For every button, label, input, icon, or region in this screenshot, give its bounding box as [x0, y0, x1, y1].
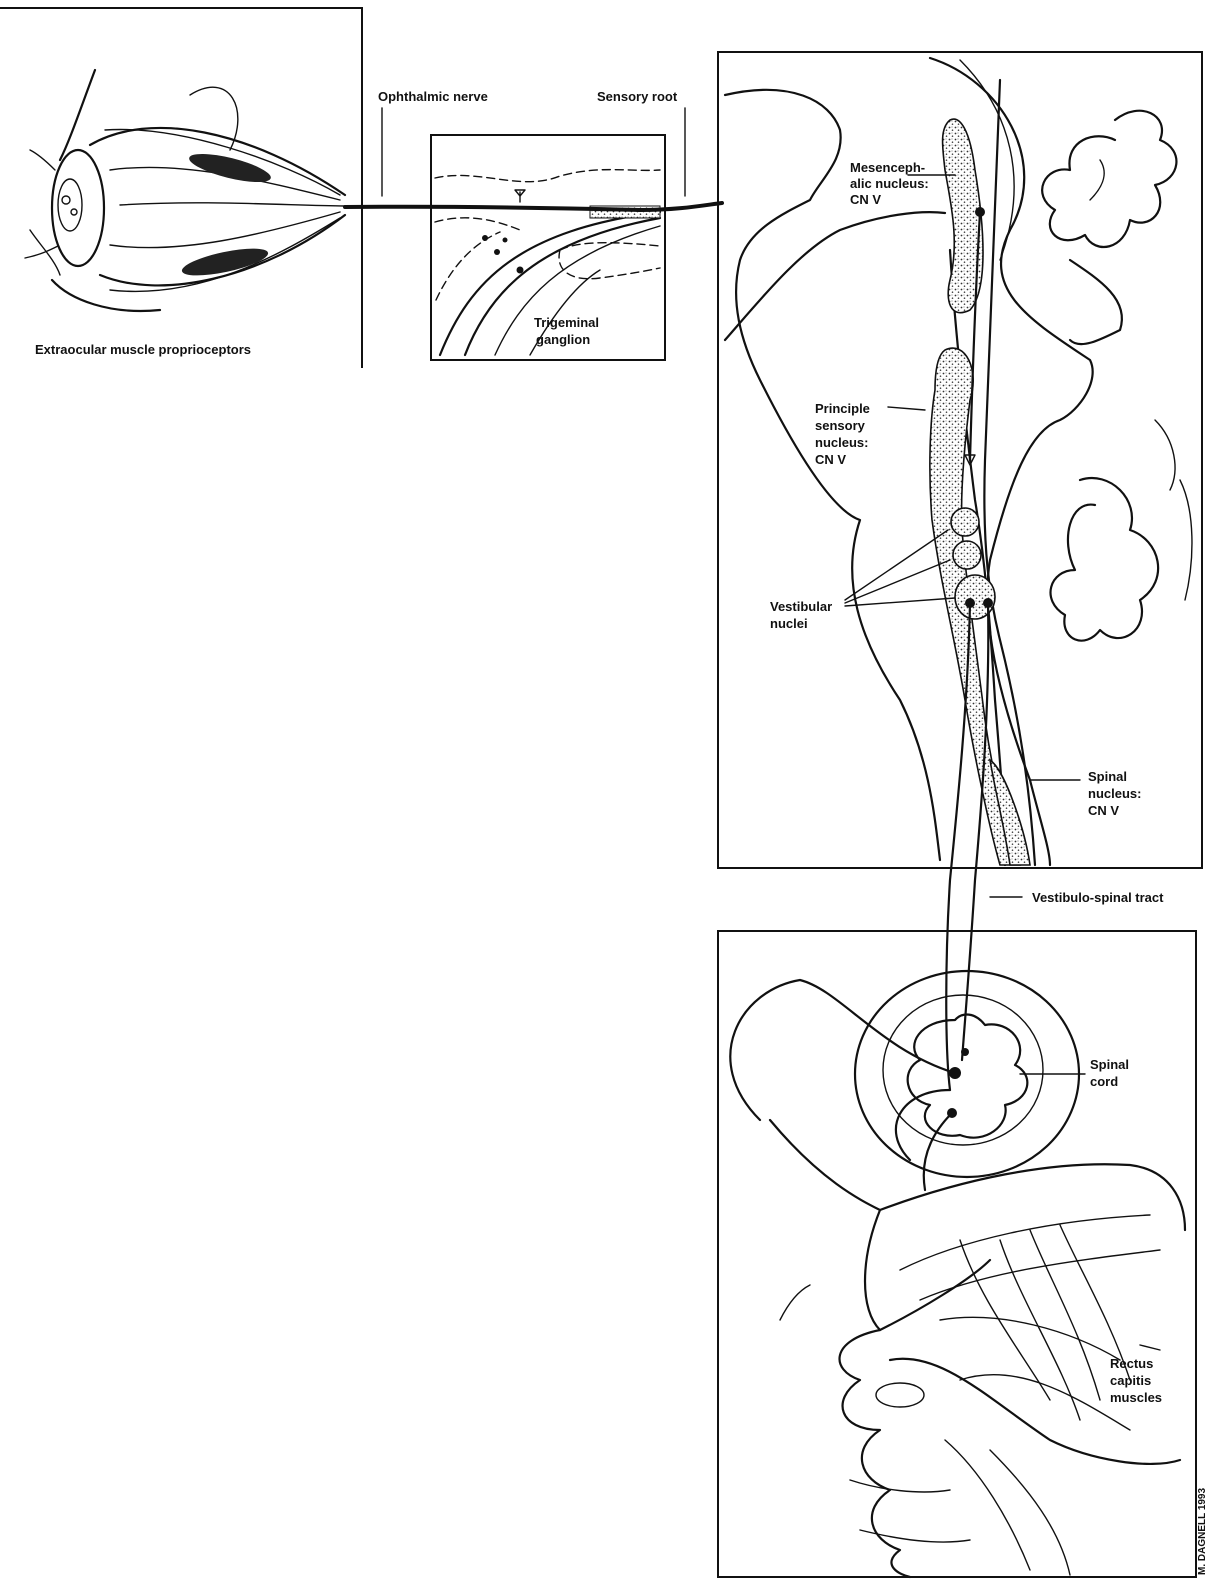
sensory-root-label: Sensory root — [597, 89, 678, 104]
spinal-nucleus-label-2: nucleus: — [1088, 786, 1141, 801]
brainstem-panel: Mesenceph- alic nucleus: CN V Principle … — [718, 52, 1202, 868]
trigeminal-label-2: ganglion — [536, 332, 590, 347]
vestibular-label-2: nuclei — [770, 616, 808, 631]
extraocular-label: Extraocular muscle proprioceptors — [35, 342, 251, 357]
vestibular-nucleus-1 — [951, 508, 979, 536]
vestibulo-spinal-label: Vestibulo-spinal tract — [1032, 890, 1164, 905]
principle-label-4: CN V — [815, 452, 846, 467]
ganglion-panel: Ophthalmic nerve Sensory root Trigeminal… — [378, 89, 685, 360]
eyeball-illustration — [25, 70, 345, 311]
rectus-label-2: capitis — [1110, 1373, 1151, 1388]
trigeminal-label-1: Trigeminal — [534, 315, 599, 330]
spinal-cord-label-1: Spinal — [1090, 1057, 1129, 1072]
ophthalmic-nerve-label: Ophthalmic nerve — [378, 89, 488, 104]
rectus-label-1: Rectus — [1110, 1356, 1153, 1371]
principle-label-1: Principle — [815, 401, 870, 416]
vestibular-label-1: Vestibular — [770, 599, 832, 614]
eye-panel: Extraocular muscle proprioceptors — [0, 8, 362, 368]
principle-label-3: nucleus: — [815, 435, 868, 450]
mesencephalic-label-3: CN V — [850, 192, 881, 207]
mesencephalic-label-2: alic nucleus: — [850, 176, 929, 191]
mesencephalic-label-1: Mesenceph- — [850, 160, 925, 175]
spinal-cord-grey-matter — [908, 1015, 1028, 1138]
principle-label-2: sensory — [815, 418, 866, 433]
spinal-panel: Spinal cord Rectus capitis muscles — [718, 931, 1196, 1577]
spinal-nucleus-label-1: Spinal — [1088, 769, 1127, 784]
spinal-cord-label-2: cord — [1090, 1074, 1118, 1089]
vestibular-nucleus-2 — [953, 541, 981, 569]
spinal-nucleus-label-3: CN V — [1088, 803, 1119, 818]
artist-credit: M. DAGNELL 1993 — [1197, 1488, 1208, 1575]
rectus-label-3: muscles — [1110, 1390, 1162, 1405]
